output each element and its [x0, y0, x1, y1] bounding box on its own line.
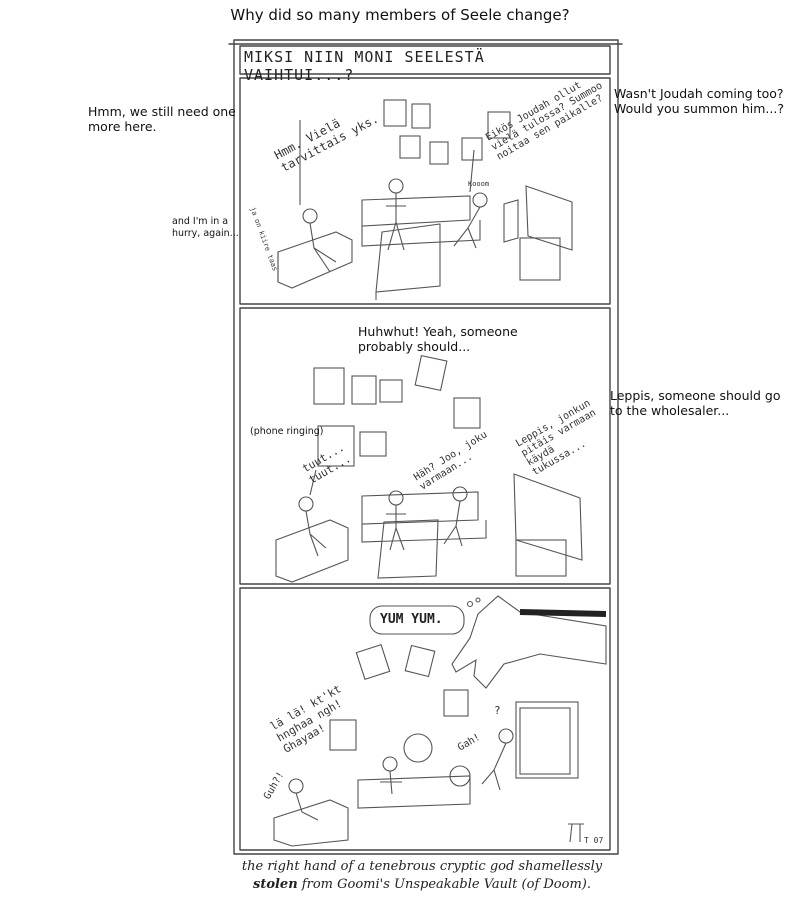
caption-bold: stolen	[253, 877, 298, 892]
comic-title: MIKSI NIIN MONI SEELESTÄ VAIHTUI...?	[244, 48, 485, 84]
panel1-speech-knock: Kooom	[468, 180, 490, 188]
panel2-note-top: Huhwhut! Yeah, someone probably should..…	[358, 324, 518, 354]
panel-1-frame	[239, 77, 611, 305]
panel1-note-left: Hmm, we still need one more here.	[88, 104, 236, 134]
panel-3-frame	[239, 587, 611, 851]
signature: T 07	[584, 836, 604, 845]
panel2-note-left-small: (phone ringing)	[250, 426, 324, 437]
panel-2-scene	[275, 354, 583, 583]
caption-line-1: the right hand of a tenebrous cryptic go…	[241, 859, 603, 874]
caption-line-2-text: from Goomi's Unspeakable Vault (of Doom)…	[301, 877, 591, 892]
panel-2-frame	[239, 307, 611, 585]
panel1-note-left-small: and I'm in a hurry, again...	[172, 216, 239, 239]
comic-title-box	[239, 45, 611, 75]
comic-frame	[233, 39, 619, 855]
panel1-note-right: Wasn't Joudah coming too? Would you summ…	[614, 86, 784, 116]
panel-3-scene	[273, 595, 607, 847]
caption-line-2: stolen from Goomi's Unspeakable Vault (o…	[232, 876, 612, 894]
comic-caption: the right hand of a tenebrous cryptic go…	[232, 858, 612, 894]
page-title: Why did so many members of Seele change?	[230, 6, 570, 24]
panel-1-scene	[277, 99, 573, 300]
panel3-speech-c: ?	[494, 704, 501, 717]
panel3-speech-yum: YUM YUM.	[380, 612, 443, 627]
panel2-note-right: Leppis, someone should go to the wholesa…	[610, 388, 781, 418]
